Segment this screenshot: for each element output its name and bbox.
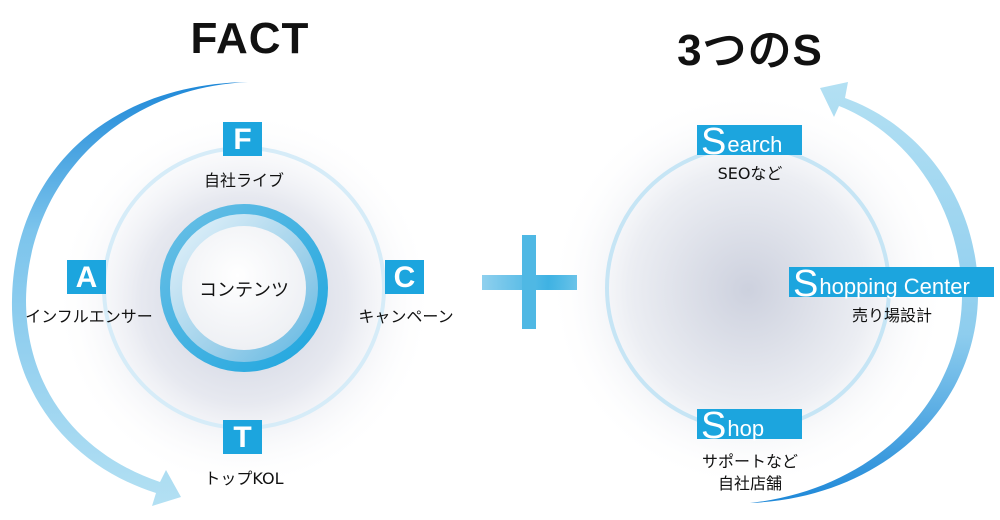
badge-a: A (67, 260, 106, 294)
badge-search: Search (697, 123, 802, 161)
badge-search-rest: earch (727, 132, 783, 157)
label-sales-floor-design: 売り場設計 (851, 306, 932, 325)
badge-shopping-center-initial: S (793, 263, 819, 305)
label-support: サポートなど (701, 452, 798, 471)
badge-shop-rest: hop (727, 416, 765, 441)
badge-search-initial: S (701, 121, 727, 163)
badge-c: C (385, 260, 424, 294)
plus-vertical (522, 235, 536, 329)
badge-f: F (223, 122, 262, 156)
badge-shopping-center: Shopping Center (789, 265, 994, 303)
fact-title: FACT (190, 14, 310, 63)
badge-t: T (223, 420, 262, 454)
badge-shopping-center-rest: hopping Center (819, 274, 970, 299)
label-influencer: インフルエンサー (25, 307, 153, 326)
label-top-kol: トップKOL (204, 469, 284, 488)
center-label-contents: コンテンツ (199, 280, 289, 301)
label-own-live: 自社ライブ (203, 171, 284, 190)
badge-shop-initial: S (701, 405, 727, 447)
badge-shop: Shop (697, 407, 802, 445)
label-seo: SEOなど (717, 164, 783, 183)
three-s-title: 3つのS (677, 26, 823, 75)
label-campaign: キャンペーン (358, 307, 454, 326)
label-own-store: 自社店舗 (717, 474, 782, 493)
content-core (182, 226, 306, 350)
